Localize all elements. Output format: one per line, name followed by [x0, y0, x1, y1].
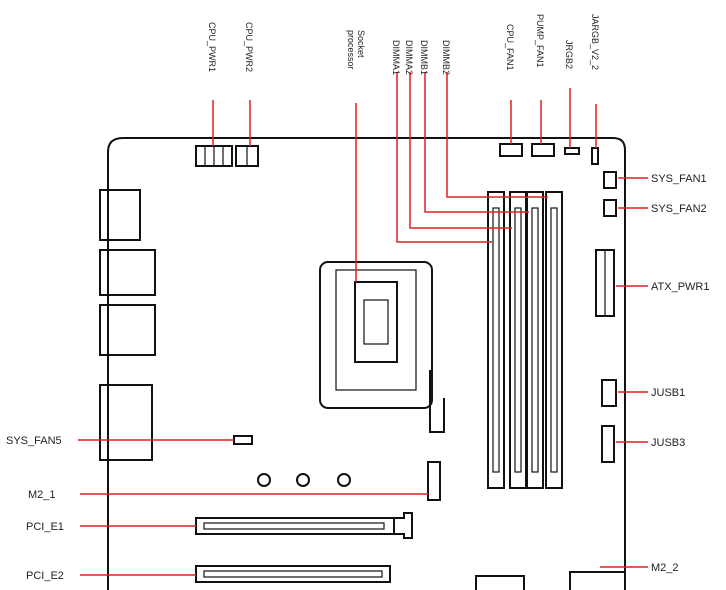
label-sys-fan5: SYS_FAN5 [6, 435, 62, 447]
m2-standoffs [257, 473, 351, 487]
label-pump-fan1: PUMP_FAN1 [535, 14, 545, 68]
label-jargb-v2-2: JARGB_V2_2 [590, 14, 600, 70]
cpu-socket [319, 261, 445, 433]
label-pci-e1: PCI_E1 [26, 521, 64, 533]
label-jusb1: JUSB1 [651, 387, 685, 399]
leader-lines [78, 72, 648, 576]
cpu-pwr2-connector [235, 145, 259, 167]
jusb3-header [601, 425, 615, 463]
label-jrgb2: JRGB2 [564, 40, 574, 69]
label-cpu-fan1: CPU_FAN1 [505, 24, 515, 71]
label-m2-2: M2_2 [651, 562, 679, 574]
label-cpu-pwr1: CPU_PWR1 [207, 22, 217, 72]
board-outline [107, 137, 626, 590]
cpu-fan1-header [499, 143, 523, 157]
label-socket: Socket [356, 30, 366, 58]
pci-e2-slot [195, 565, 391, 583]
label-atx-pwr1: ATX_PWR1 [651, 281, 709, 293]
dimm-slots [487, 191, 563, 489]
label-jusb3: JUSB3 [651, 437, 685, 449]
label-dimma2: DIMMA2 [404, 40, 414, 75]
jargb-v2-2-header [591, 147, 599, 165]
rear-io-panel [99, 189, 156, 461]
sys-fan2-header [603, 199, 617, 217]
sys-fan1-header [603, 171, 617, 189]
label-dimma1: DIMMA1 [391, 40, 401, 75]
pci-e1-slot [195, 512, 413, 539]
m2-1-slot [427, 461, 441, 501]
label-socket-processor: processor [346, 30, 356, 70]
bottom-chip [475, 575, 525, 590]
label-sys-fan1: SYS_FAN1 [651, 173, 707, 185]
jrgb2-header [564, 147, 580, 155]
label-pci-e2: PCI_E2 [26, 570, 64, 582]
sys-fan5-header [233, 435, 253, 445]
label-cpu-pwr2: CPU_PWR2 [244, 22, 254, 72]
label-m2-1: M2_1 [28, 489, 56, 501]
atx-pwr1-connector [595, 249, 615, 317]
cpu-pwr1-connector [195, 145, 233, 167]
label-dimmb2: DIMMB2 [441, 40, 451, 75]
jusb1-header [601, 379, 617, 407]
m2-2-slot [569, 571, 626, 590]
pump-fan1-header [531, 143, 555, 157]
label-sys-fan2: SYS_FAN2 [651, 203, 707, 215]
label-dimmb1: DIMMB1 [419, 40, 429, 75]
